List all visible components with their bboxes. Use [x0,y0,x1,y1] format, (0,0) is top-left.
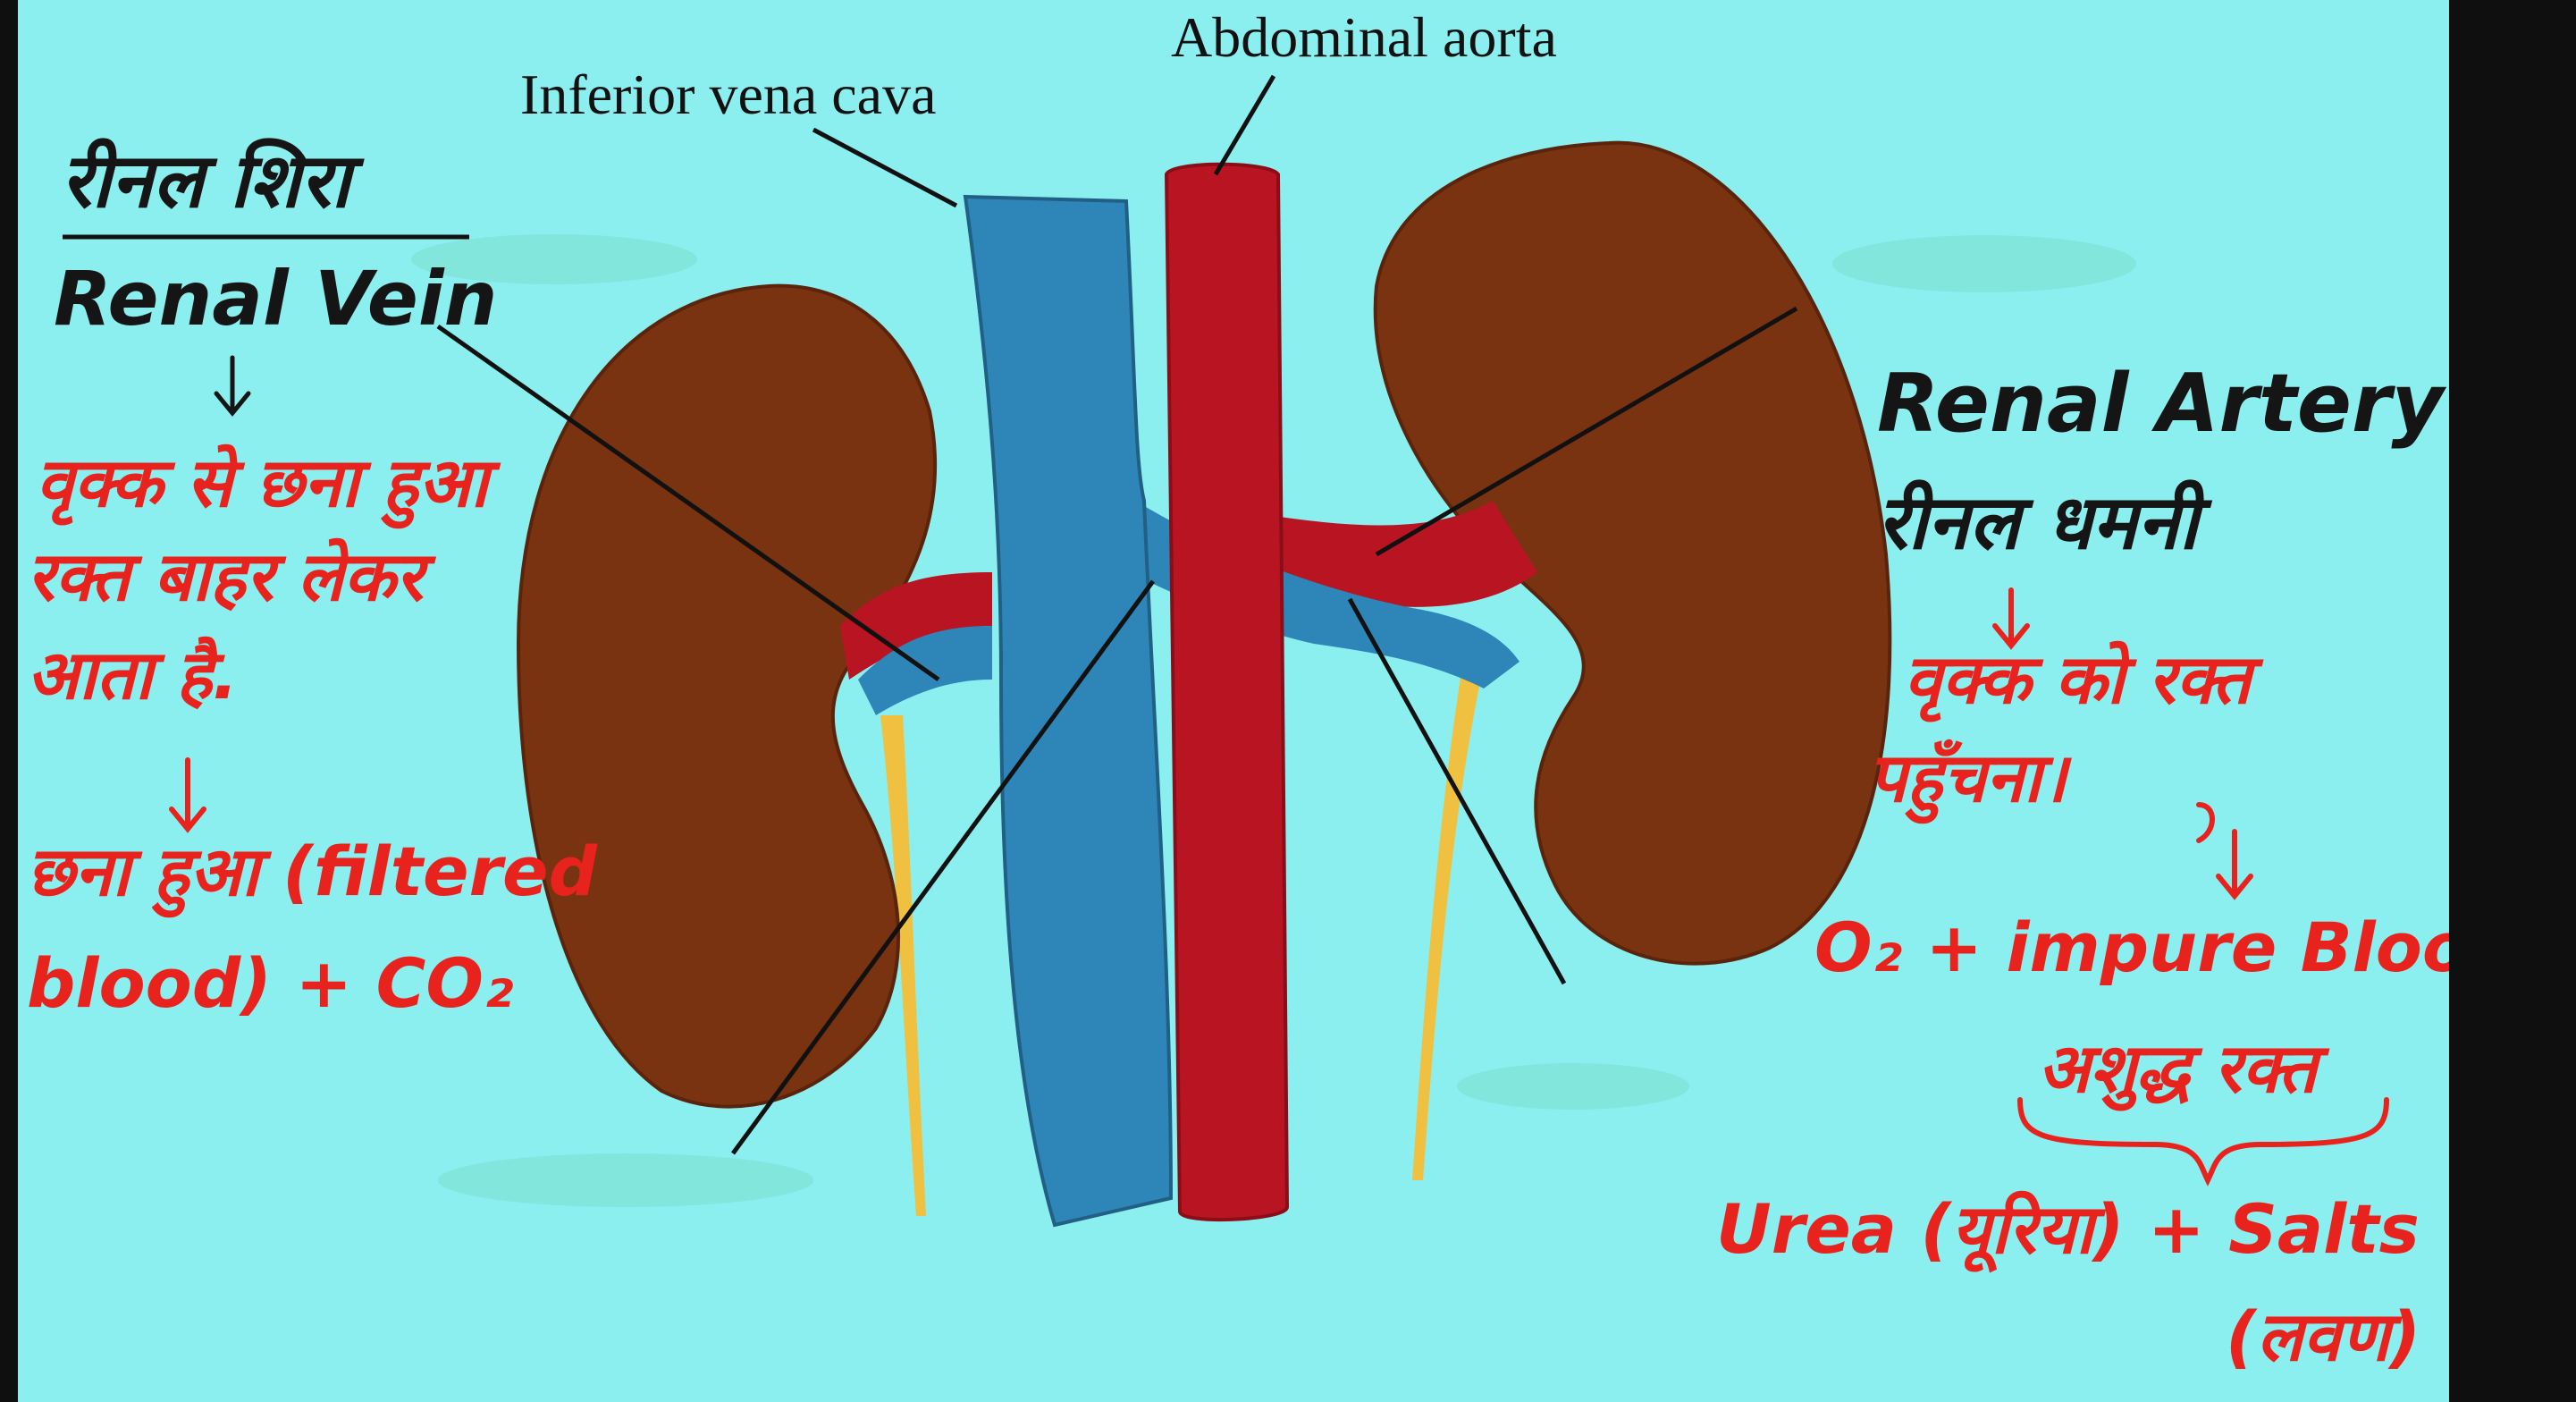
right-note-line-6: (लवण) [2226,1301,2420,1372]
right-heading-english: Renal Artery [1877,362,2444,447]
diagram-canvas: Inferior vena cava Abdominal aorta रीनल … [18,0,2449,1402]
left-note-line-4: छना हुआ (filtered [27,836,597,908]
right-heading-hindi: रीनल धमनी [1877,483,2198,562]
label-inferior-vena-cava: Inferior vena cava [520,64,936,124]
right-note-line-1: वृक्क को रक्त [1904,644,2251,715]
left-note-line-2: रक्त बाहर लेकर [27,541,424,612]
left-heading-english: Renal Vein [54,259,497,338]
label-abdominal-aorta: Abdominal aorta [1171,7,1557,67]
right-note-line-4: अशुद्ध रक्त [2038,1033,2317,1104]
black-arrow [216,358,248,413]
red-arrow-left [172,760,204,829]
left-heading-hindi: रीनल शिरा [61,141,350,220]
abdominal-aorta [1166,165,1287,1220]
right-note-line-5: Urea (यूरिया) + Salts [1716,1194,2420,1265]
left-note-line-1: वृक्क से छना हुआ [36,447,488,519]
right-note-line-2: पहुँचना। [1868,742,2067,814]
inferior-vena-cava [965,197,1171,1225]
left-note-line-3: आता है. [27,639,238,711]
right-note-line-3: O₂ + impure Blood [1814,912,2449,984]
right-ureter [1412,644,1488,1180]
left-note-line-5: blood) + CO₂ [27,948,513,1019]
